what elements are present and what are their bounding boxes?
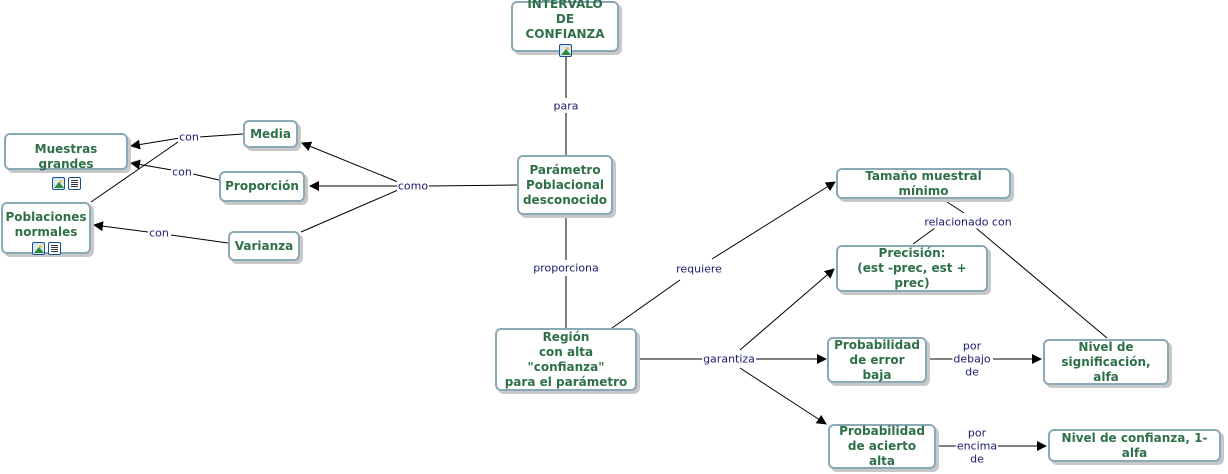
image-icon[interactable] — [558, 43, 572, 57]
line-garantiza-precision — [739, 268, 835, 351]
line-parametro-como — [427, 184, 518, 187]
node-intervalo-de-confianza[interactable]: INTERVALO DE CONFIANZA — [511, 0, 619, 57]
node-proporcion[interactable]: Proporción — [219, 171, 305, 202]
node-probabilidad-error-baja[interactable]: Probabilidad de error baja — [827, 337, 927, 383]
node-label: Varianza — [234, 238, 294, 253]
node-precision[interactable]: Precisión: (est -prec, est + prec) — [836, 245, 988, 292]
node-label: Proporción — [225, 179, 299, 193]
link-label-por-debajo-de: por debajo de — [952, 339, 992, 379]
link-label-con-proporcion: con — [171, 165, 193, 179]
line-con-muestras — [130, 137, 181, 150]
node-label: Parámetro Poblacional desconocido — [522, 162, 608, 207]
node-label: Región con alta "confianza" para el pará… — [504, 329, 628, 389]
node-probabilidad-acierto-alta[interactable]: Probabilidad de acierto alta — [828, 424, 936, 469]
line-garantiza-probacierto — [739, 367, 827, 425]
line-como-varianza — [300, 189, 399, 233]
line-region-requiere — [611, 279, 681, 329]
link-label-como: como — [396, 179, 430, 193]
node-label: Probabilidad de acierto alta — [839, 424, 925, 468]
node-varianza[interactable]: Varianza — [228, 231, 300, 261]
line-como-media — [301, 141, 399, 183]
link-label-garantiza: garantiza — [702, 352, 756, 366]
line-relacionado-nivelsig — [975, 227, 1108, 339]
link-label-con-varianza: con — [148, 226, 170, 240]
node-region-alta-confianza[interactable]: Región con alta "confianza" para el pará… — [495, 328, 637, 391]
node-parametro-poblacional[interactable]: Parámetro Poblacional desconocido — [517, 155, 613, 215]
line-con3-poblaciones — [93, 221, 149, 233]
node-label: Media — [250, 126, 291, 141]
link-label-relacionado-con: relacionado con — [923, 215, 1013, 229]
node-label: Nivel de confianza, 1-alfa — [1061, 430, 1208, 460]
link-label-requiere: requiere — [675, 262, 723, 276]
node-label: Probabilidad de error baja — [834, 337, 920, 382]
node-label: Precisión: (est -prec, est + prec) — [857, 246, 967, 290]
node-label: Tamaño muestral mínimo — [865, 168, 982, 198]
link-label-proporciona: proporciona — [532, 261, 600, 275]
line-media-con — [198, 133, 244, 138]
line-proporcion-con — [192, 173, 220, 181]
node-label: Poblaciones normales — [5, 210, 87, 239]
node-label: Nivel de significación, alfa — [1061, 339, 1151, 384]
link-label-para: para — [552, 99, 580, 113]
document-icon[interactable] — [47, 242, 61, 255]
node-nivel-significacion[interactable]: Nivel de significación, alfa — [1043, 339, 1169, 385]
line-varianza-con — [170, 234, 229, 244]
node-label: Muestras grandes — [34, 142, 98, 171]
image-icon[interactable] — [51, 177, 65, 190]
line-con-poblaciones — [90, 141, 179, 203]
link-label-con-media: con — [178, 130, 200, 144]
line-con2-muestras — [130, 159, 173, 171]
line-requiere-tamano — [711, 181, 836, 260]
line-relacionado-precision — [912, 227, 936, 245]
document-icon[interactable] — [67, 177, 81, 190]
line-tamano-relacionado — [943, 199, 965, 214]
node-tamano-muestral-minimo[interactable]: Tamaño muestral mínimo — [836, 168, 1011, 199]
link-label-por-encima-de: por encima de — [955, 426, 999, 466]
node-nivel-confianza[interactable]: Nivel de confianza, 1-alfa — [1048, 429, 1221, 462]
node-label: INTERVALO DE CONFIANZA — [525, 0, 605, 41]
node-muestras-grandes[interactable]: Muestras grandes — [4, 133, 128, 190]
node-media[interactable]: Media — [243, 120, 298, 148]
node-poblaciones-normales[interactable]: Poblaciones normales — [1, 202, 91, 255]
image-icon[interactable] — [31, 242, 45, 255]
